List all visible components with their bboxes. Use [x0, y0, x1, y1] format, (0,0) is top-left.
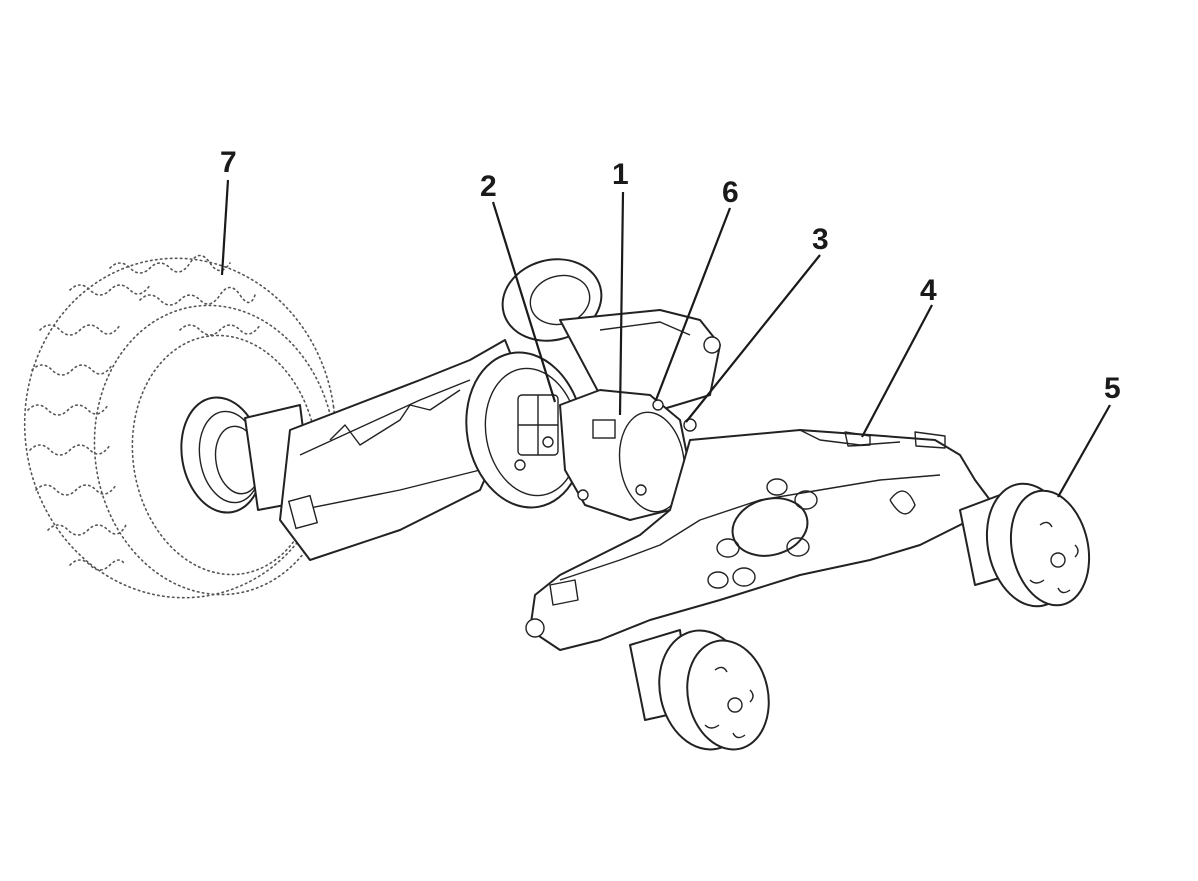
callout-label-6: 6 [722, 176, 739, 209]
leader-line-5 [1057, 404, 1111, 498]
leader-line-2 [491, 201, 557, 403]
callout-labels: 1 2 3 4 5 6 7 [220, 146, 1121, 405]
callout-label-2: 2 [480, 170, 497, 203]
leader-line-3 [685, 254, 821, 423]
leader-lines [220, 179, 1111, 498]
axle-beam [525, 429, 991, 651]
leader-line-1 [618, 191, 625, 416]
callout-label-7: 7 [220, 146, 237, 179]
left-axle-housing [279, 339, 526, 561]
leader-line-4 [861, 304, 933, 438]
callout-label-3: 3 [812, 223, 829, 256]
differential-housing [514, 389, 697, 521]
lower-wheel-hub [629, 629, 770, 751]
callout-label-4: 4 [920, 274, 937, 307]
leader-line-7 [220, 179, 230, 276]
tire-wheel [23, 254, 337, 599]
right-wheel-hub [959, 482, 1091, 608]
callout-label-1: 1 [612, 158, 629, 191]
leader-line-6 [654, 207, 732, 401]
callout-label-5: 5 [1104, 372, 1121, 405]
